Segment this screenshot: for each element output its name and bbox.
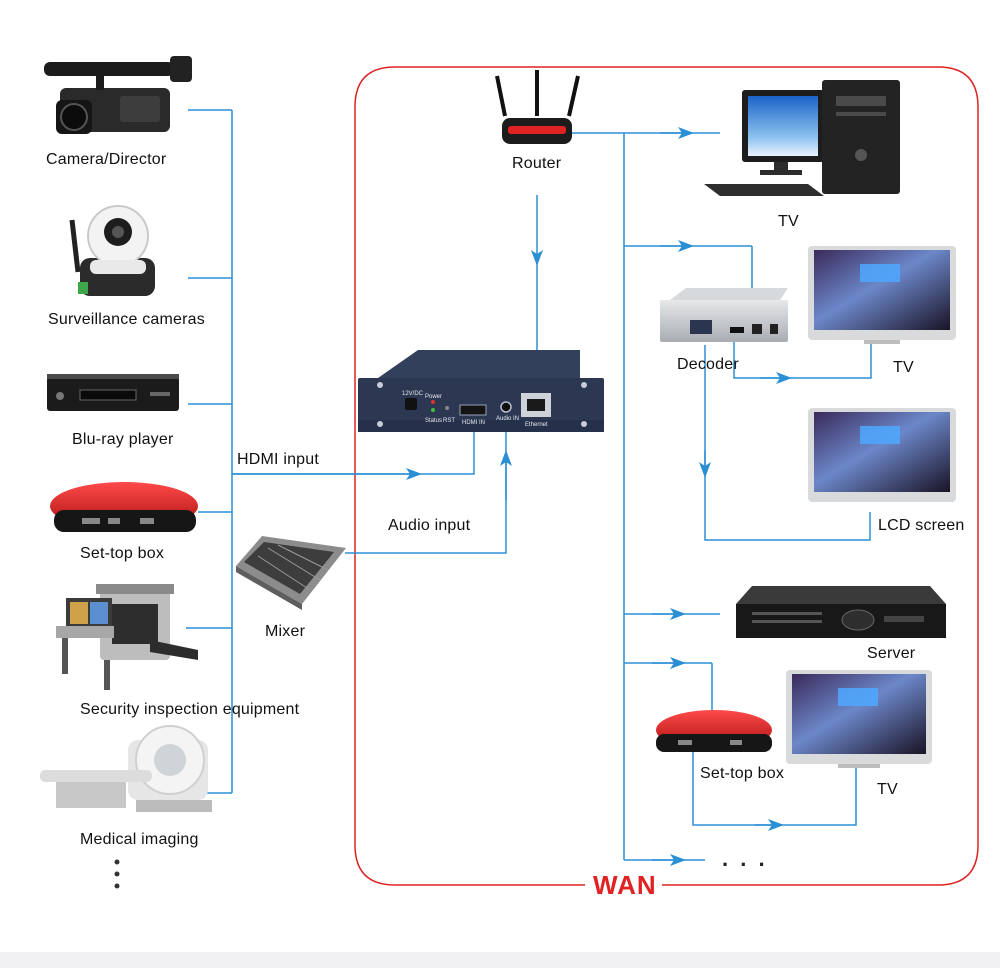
settop-output-label: Set-top box (700, 765, 785, 782)
camera-icon (44, 56, 192, 134)
camera-label: Camera/Director (46, 151, 167, 168)
panel-power-label: Power (425, 394, 442, 400)
tv-decoder-label: TV (893, 359, 914, 376)
panel-hdmi-in-label: HDMI IN (462, 420, 485, 426)
security-label: Security inspection equipment (80, 701, 300, 718)
panel-dc-label: 12V/DC (402, 391, 424, 397)
bluray-label: Blu-ray player (72, 431, 174, 448)
tv-decoder-icon (808, 246, 956, 344)
encoder-device (358, 350, 604, 432)
tv-settop-label: TV (877, 781, 898, 798)
audio-input-label: Audio input (388, 517, 471, 534)
router-icon (495, 70, 580, 144)
panel-rst-label: RST (443, 418, 455, 424)
lcd-label: LCD screen (878, 517, 965, 534)
wan-boundary (354, 66, 979, 886)
source-connections (186, 109, 475, 794)
hdmi-input-label: HDMI input (237, 451, 320, 468)
more-outputs-label: . . . (722, 846, 768, 871)
lcd-screen-icon (808, 408, 956, 502)
tv-pc-label: TV (778, 213, 799, 230)
settop-box-right-icon (656, 710, 772, 752)
bottom-band (0, 952, 1000, 968)
server-icon (736, 586, 946, 638)
panel-status-label: Status (425, 418, 442, 424)
medical-label: Medical imaging (80, 831, 199, 848)
surveillance-camera-icon (69, 205, 155, 296)
wan-label: WAN (593, 870, 657, 900)
mixer-label: Mixer (265, 623, 306, 640)
server-label: Server (867, 645, 916, 662)
settop-source-label: Set-top box (80, 545, 165, 562)
desktop-pc-icon (704, 80, 900, 196)
panel-ethernet-label: Ethernet (525, 422, 548, 428)
decoder-icon (660, 288, 788, 342)
decoder-label: Decoder (677, 356, 739, 373)
output-arrows (652, 127, 792, 866)
more-sources-dots (114, 859, 120, 889)
panel-audio-in-label: Audio IN (496, 416, 519, 422)
security-inspection-icon (56, 584, 198, 690)
surveillance-label: Surveillance cameras (48, 311, 205, 328)
medical-imaging-icon (40, 725, 212, 812)
router-label: Router (512, 155, 562, 172)
settop-box-icon (50, 482, 198, 532)
tv-settop-icon (786, 670, 932, 768)
bluray-player-icon (47, 374, 179, 411)
mixer-icon (236, 536, 346, 610)
